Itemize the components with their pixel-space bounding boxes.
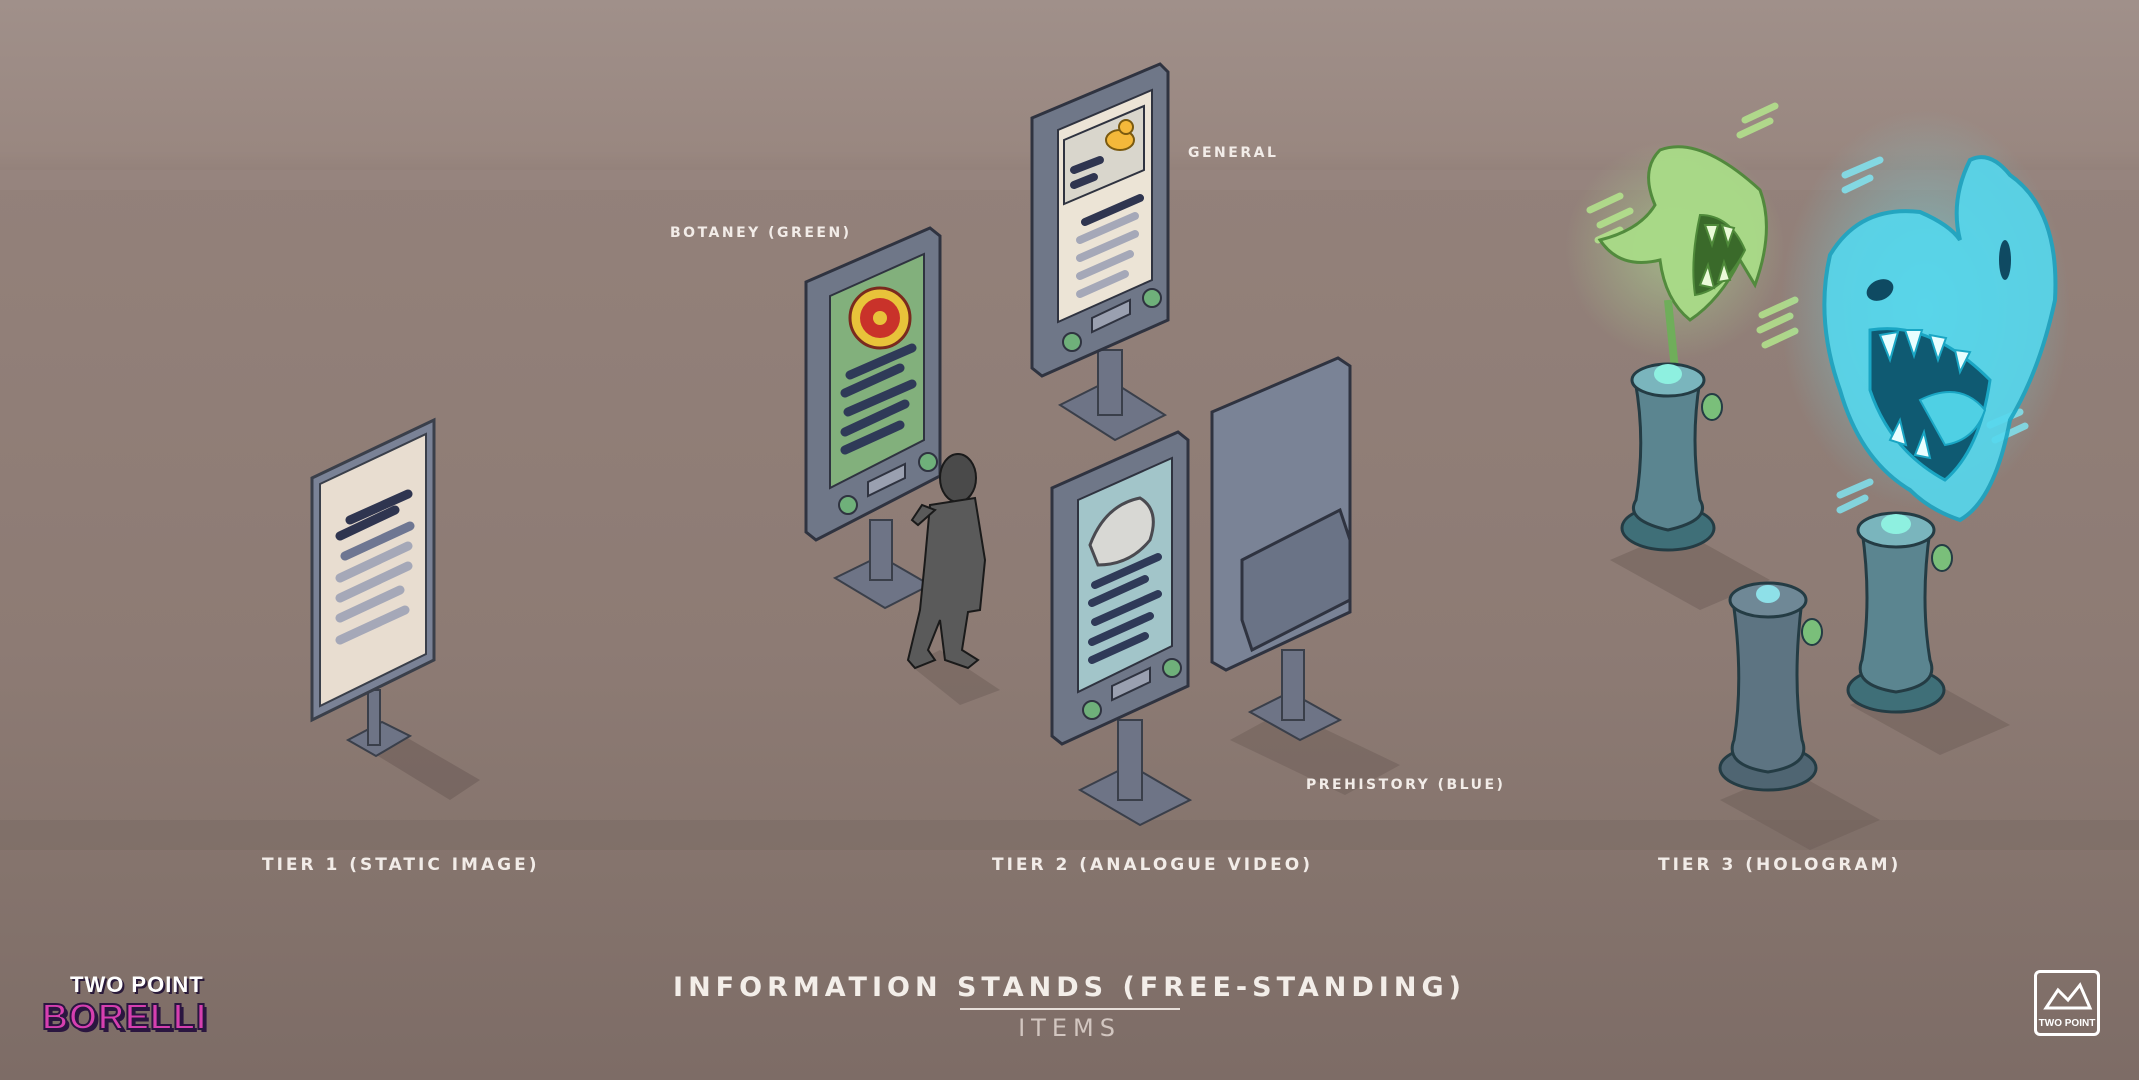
tier2-prehistory-stand	[1050, 430, 1193, 827]
tier2-back-panel	[1210, 356, 1400, 795]
logo-bottom-text: BORELLI	[41, 995, 207, 1038]
two-point-borelli-logo: TWO POINT BORELLI	[38, 972, 248, 1042]
tier3-empty-pedestal	[1718, 581, 1880, 850]
two-point-badge: TWO POINT	[2034, 970, 2100, 1036]
page-title: INFORMATION STANDS (FREE-STANDING)	[673, 972, 1466, 1003]
tier3-shark-pedestal	[1846, 511, 2010, 755]
tier3-plant-hologram	[1565, 102, 1799, 371]
tier3-shark-hologram	[1780, 110, 2070, 523]
tier2-general-stand	[1030, 62, 1170, 442]
label-general: GENERAL	[1188, 145, 1279, 161]
label-tier2: TIER 2 (ANALOGUE VIDEO)	[992, 855, 1313, 875]
tier2-botany-stand	[804, 226, 942, 610]
logo-top-text: TWO POINT	[70, 972, 204, 997]
label-botany: BOTANEY (GREEN)	[670, 225, 852, 241]
page-subtitle: ITEMS	[1018, 1014, 1121, 1042]
tier3-plant-pedestal	[1610, 362, 1770, 610]
tier1-static-sign	[310, 417, 480, 800]
label-prehistory: PREHISTORY (BLUE)	[1306, 777, 1506, 793]
badge-text: TWO POINT	[2038, 1018, 2096, 1029]
visitor-figure	[906, 453, 1000, 705]
label-tier3: TIER 3 (HOLOGRAM)	[1658, 855, 1902, 875]
label-tier1: TIER 1 (STATIC IMAGE)	[262, 855, 540, 875]
title-divider	[960, 1008, 1180, 1010]
two-point-badge-icon	[2043, 982, 2093, 1010]
